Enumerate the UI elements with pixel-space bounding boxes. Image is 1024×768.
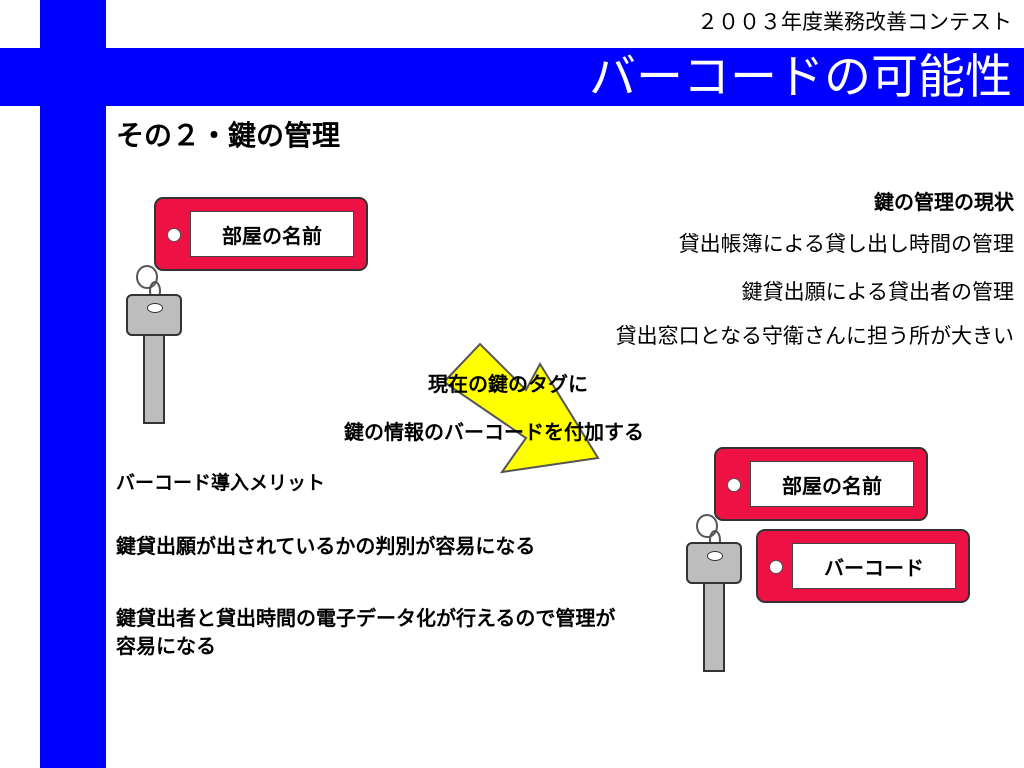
key-head — [126, 294, 182, 336]
section-title: その２・鍵の管理 — [116, 119, 341, 152]
tag-hole — [769, 560, 783, 574]
slide-title: バーコードの可能性 — [589, 50, 1012, 105]
contest-label: ２００３年度業務改善コンテスト — [697, 10, 1012, 34]
key-shaft — [703, 582, 725, 672]
key-hole — [147, 303, 163, 313]
key-hole — [707, 551, 723, 561]
merit-item-1: 鍵貸出願が出されているかの判別が容易になる — [116, 534, 536, 558]
status-line-1: 貸出帳簿による貸し出し時間の管理 — [678, 232, 1014, 256]
tag-hole — [167, 228, 181, 242]
title-blue-bar — [0, 48, 1024, 106]
proposal-line-2: 鍵の情報のバーコードを付加する — [344, 420, 644, 444]
key-shaft — [143, 334, 165, 424]
status-line-3: 貸出窓口となる守衛さんに担う所が大きい — [615, 324, 1014, 348]
room-name-tag: 部屋の名前 — [154, 197, 368, 271]
status-heading: 鍵の管理の現状 — [874, 190, 1014, 214]
barcode-label: バーコード — [792, 543, 956, 589]
merits-heading: バーコード導入メリット — [116, 472, 326, 494]
yellow-arrow-icon — [442, 342, 600, 474]
barcode-tag: バーコード — [756, 529, 970, 603]
arrow-shape — [442, 342, 600, 474]
tag-hole — [727, 478, 741, 492]
room-name-label-2: 部屋の名前 — [750, 461, 914, 507]
merit-item-2: 鍵貸出者と貸出時間の電子データ化が行えるので管理が容易になる — [116, 606, 616, 658]
key-ring — [696, 514, 718, 538]
status-line-2: 鍵貸出願による貸出者の管理 — [741, 280, 1014, 304]
proposal-line-1: 現在の鍵のタグに — [428, 372, 588, 396]
left-blue-bar — [40, 0, 106, 768]
room-name-tag-2: 部屋の名前 — [714, 447, 928, 521]
key-head — [686, 542, 742, 584]
room-name-label: 部屋の名前 — [190, 211, 354, 257]
key-ring — [136, 265, 158, 289]
